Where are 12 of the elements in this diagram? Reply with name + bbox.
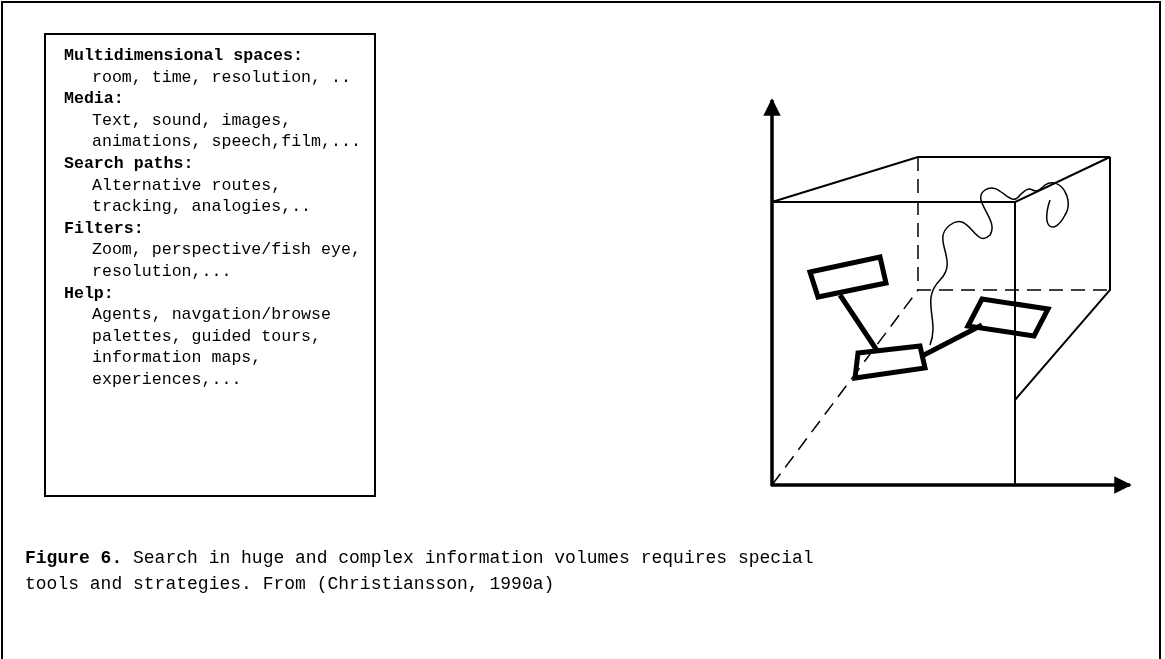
list-item-text: Zoom, perspective/fish eye, resolution,... — [92, 239, 362, 283]
list-item-text: Alternative routes, tracking, analogies,.. — [92, 174, 313, 218]
list-item-text: Agents, navgation/browse palettes, guided tours, information maps, experiences,... — [92, 304, 332, 391]
text-box — [44, 33, 376, 497]
list-item-text: room, time, resolution, .. — [92, 66, 352, 89]
list-heading: Media: — [64, 88, 125, 110]
list-heading: Help: — [64, 282, 115, 305]
figure-caption: Figure 6. Search in huge and complex information volumes requires special tools and strategies. From (Christiansson, 1990a) — [25, 547, 815, 596]
list-heading: Search paths: — [64, 152, 195, 175]
list-item-text: Text, sound, images, animations, speech,film,... — [92, 109, 362, 153]
list-heading: Multidimensional spaces: — [64, 45, 304, 67]
list-heading: Filters: — [64, 217, 145, 240]
